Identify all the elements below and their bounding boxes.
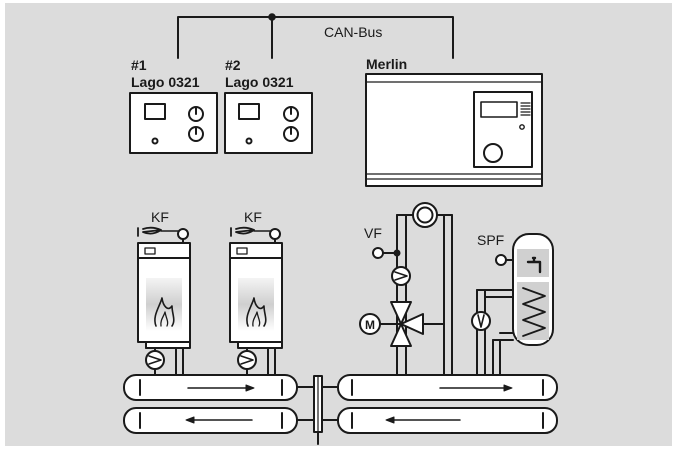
boiler-1: [137, 226, 191, 343]
labels: CAN-Bus #1 Lago 0321 #2 Lago 0321 Merlin…: [131, 24, 504, 332]
diagram-background: [5, 3, 672, 446]
motor-icon: [359, 313, 381, 335]
controller-1: [129, 92, 218, 154]
tap-icon: [526, 256, 542, 274]
pump-icon: [391, 266, 411, 286]
boiler-1-pump: [145, 341, 191, 375]
flow-arrows-left: [185, 384, 255, 424]
merlin-label: Merlin: [366, 56, 407, 72]
kf-sensor-label-1: KF: [151, 209, 169, 225]
controller-1-name: Lago 0321: [131, 74, 200, 90]
burner-icon: [137, 226, 162, 237]
controller-2: [224, 92, 313, 154]
boiler-2: [229, 226, 283, 343]
hot-water-tank: [471, 233, 554, 376]
flow-arrows-right: [385, 384, 513, 424]
controller-1-number: #1: [131, 57, 147, 73]
vf-sensor-label: VF: [364, 225, 382, 241]
controller-2-name: Lago 0321: [225, 74, 294, 90]
can-bus-label: CAN-Bus: [324, 24, 382, 40]
heating-circuit: [359, 202, 453, 376]
flame-icon: [154, 297, 175, 327]
kf-sensor-label-2: KF: [244, 209, 262, 225]
motor-label: M: [365, 318, 375, 332]
spf-sensor-label: SPF: [477, 232, 504, 248]
hydraulic-separator: [296, 375, 339, 445]
can-bus: [177, 13, 454, 59]
merlin-controller: [365, 73, 543, 187]
boiler-2-pump: [237, 341, 283, 375]
controller-2-number: #2: [225, 57, 241, 73]
